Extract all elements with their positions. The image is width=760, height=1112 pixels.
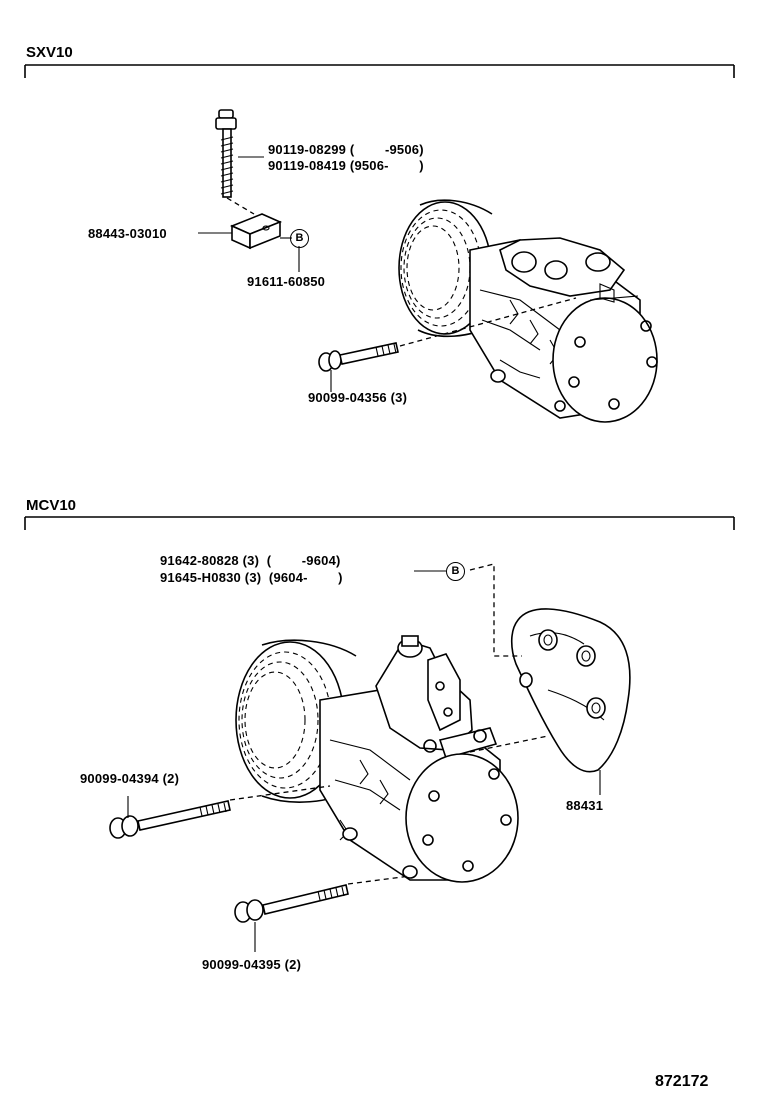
spacer-block: [229, 213, 283, 250]
reference-b-marker-bottom: B: [446, 562, 465, 581]
mcv10-section-title: MCV10: [26, 497, 77, 514]
compressor-bottom: [235, 635, 519, 883]
mcv10-section-frame: [24, 516, 735, 530]
callout-bolt-90099-04395: 90099-04395 (2): [202, 957, 302, 972]
bolt-90099-04394: [109, 796, 231, 839]
callout-bolt-90099-04394: 90099-04394 (2): [80, 771, 180, 786]
callout-bolt-91642-80828: 91642-80828 (3) ( -9604): [160, 553, 341, 568]
callout-bolt-90099-04356: 90099-04356 (3): [308, 390, 408, 405]
callout-bolt-91645-h0830: 91645-H0830 (3) (9604- ): [160, 570, 343, 585]
sxv10-section-frame: [24, 64, 735, 78]
callout-spacer-88443-03010: 88443-03010: [88, 226, 167, 241]
bracket-88431: [510, 608, 631, 795]
sxv10-section-title: SXV10: [26, 44, 73, 61]
callout-nut-91611-60850: 91611-60850: [247, 274, 326, 289]
compressor-top: [398, 199, 658, 423]
bottom-assembly-lines: [229, 563, 549, 885]
bolt-90099-04356: [318, 297, 577, 372]
top-leader-lines: [198, 156, 332, 392]
reference-b-marker-top: B: [290, 229, 309, 248]
diagram-number: 872172: [655, 1073, 709, 1090]
callout-bolt-90119-08299: 90119-08299 ( -9506): [268, 142, 424, 157]
callout-bolt-90119-08419: 90119-08419 (9506- ): [268, 158, 424, 173]
callout-bracket-88431: 88431: [566, 798, 604, 813]
bolt-90099-04395: [234, 884, 349, 952]
long-bolt-top: [215, 109, 255, 215]
